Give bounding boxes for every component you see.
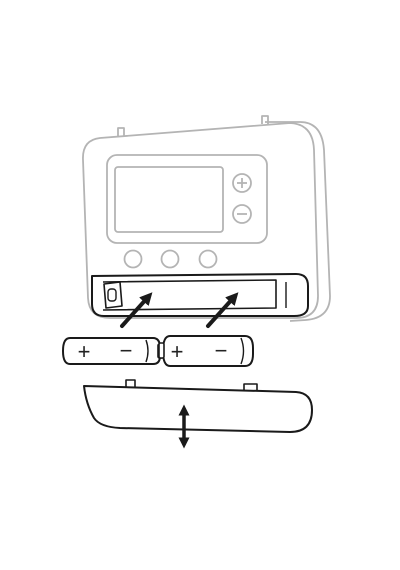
battery-cover: [83, 379, 313, 433]
front-button-left: [123, 249, 143, 269]
display-bezel: [106, 154, 268, 244]
battery-2: + −: [158, 335, 254, 367]
front-button-middle: [160, 249, 180, 269]
insert-arrow-right: [206, 292, 239, 328]
front-button-right: [198, 249, 218, 269]
battery-1-negative-label: −: [120, 338, 133, 363]
battery-1: + −: [61, 337, 164, 365]
minus-button: [232, 204, 252, 224]
battery-2-positive-label: +: [171, 339, 184, 364]
battery-compartment: [91, 273, 309, 317]
insert-arrow-left: [120, 292, 153, 328]
display-screen: [114, 166, 224, 233]
battery-1-positive-label: +: [78, 339, 91, 364]
thermostat-body: [82, 115, 331, 322]
battery-2-negative-label: −: [215, 338, 228, 363]
plus-button: [232, 173, 252, 193]
arrow-up-right-icon: [120, 292, 239, 328]
